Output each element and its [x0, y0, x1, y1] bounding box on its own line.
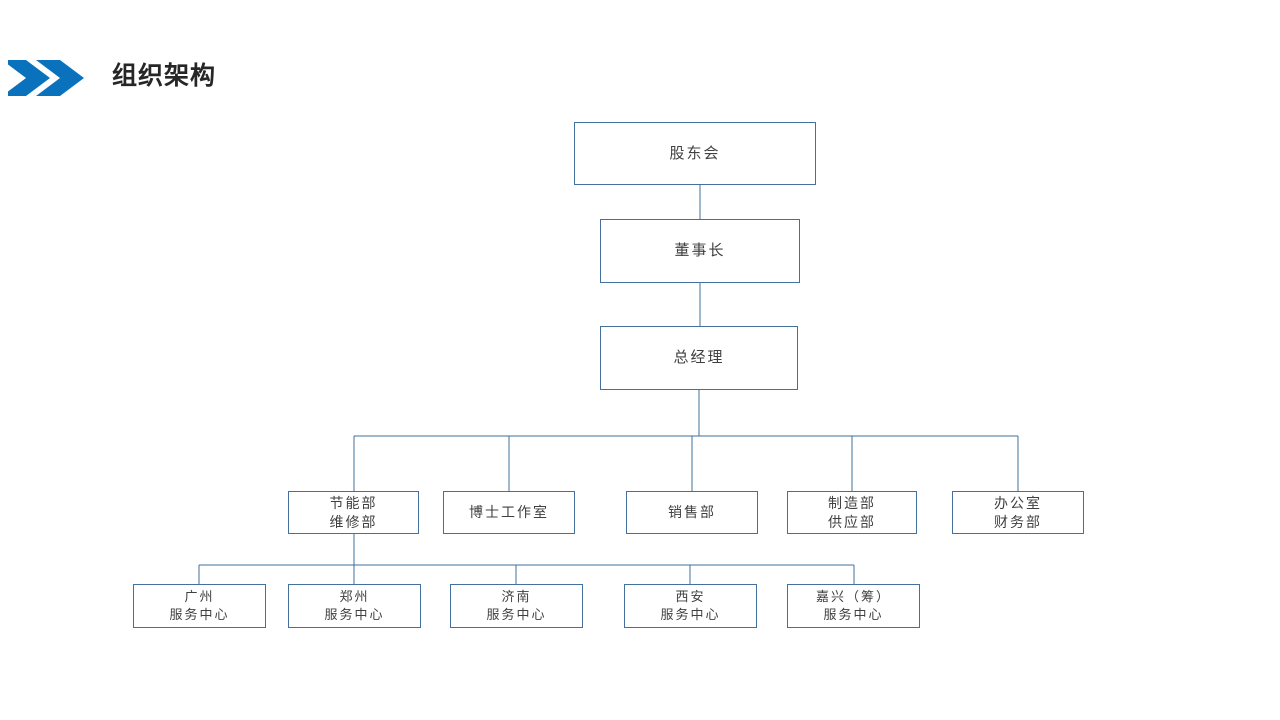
org-node-label-line2: 服务中心	[823, 607, 884, 622]
org-node-label-line1: 郑州	[339, 589, 370, 604]
page-title: 组织架构	[112, 62, 217, 90]
org-node-label: 董事长	[674, 242, 726, 259]
org-node-label-line1: 嘉兴（筹）	[815, 589, 891, 604]
org-node-label-line2: 供应部	[828, 513, 876, 530]
org-node-center-jiaxing[interactable]: 嘉兴（筹） 服务中心	[787, 584, 920, 628]
org-node-shareholders[interactable]: 股东会	[574, 122, 816, 185]
slide-header: 组织架构	[0, 50, 1280, 106]
org-node-label: 博士工作室	[469, 504, 549, 520]
org-node-label-line1: 西安	[675, 589, 706, 604]
org-node-center-jinan[interactable]: 济南 服务中心	[450, 584, 583, 628]
org-node-label-line2: 维修部	[329, 513, 378, 530]
org-node-label: 股东会	[669, 144, 721, 162]
org-node-label-line2: 服务中心	[324, 607, 385, 622]
org-node-label-line2: 财务部	[994, 513, 1042, 530]
org-node-label-line1: 节能部	[329, 494, 378, 511]
org-node-chairman[interactable]: 董事长	[600, 219, 800, 283]
org-node-center-zhengzhou[interactable]: 郑州 服务中心	[288, 584, 421, 628]
org-node-dept-manufacturing[interactable]: 制造部 供应部	[787, 491, 917, 534]
org-node-label-line1: 广州	[184, 589, 215, 604]
org-node-dept-office[interactable]: 办公室 财务部	[952, 491, 1084, 534]
org-node-label-line2: 服务中心	[486, 607, 547, 622]
org-node-dept-energy[interactable]: 节能部 维修部	[288, 491, 419, 534]
org-node-label-line1: 办公室	[994, 494, 1042, 511]
org-node-dept-sales[interactable]: 销售部	[626, 491, 758, 534]
org-node-label: 销售部	[668, 504, 716, 520]
org-node-dept-doctor-studio[interactable]: 博士工作室	[443, 491, 575, 534]
org-node-center-xian[interactable]: 西安 服务中心	[624, 584, 757, 628]
double-chevron-right-icon	[8, 58, 92, 98]
org-node-label-line1: 济南	[501, 589, 532, 604]
org-node-general-manager[interactable]: 总经理	[600, 326, 798, 390]
org-node-label-line2: 服务中心	[169, 607, 230, 622]
org-node-label-line1: 制造部	[828, 494, 876, 511]
org-node-label: 总经理	[673, 349, 725, 366]
org-node-center-guangzhou[interactable]: 广州 服务中心	[133, 584, 266, 628]
org-node-label-line2: 服务中心	[660, 607, 721, 622]
